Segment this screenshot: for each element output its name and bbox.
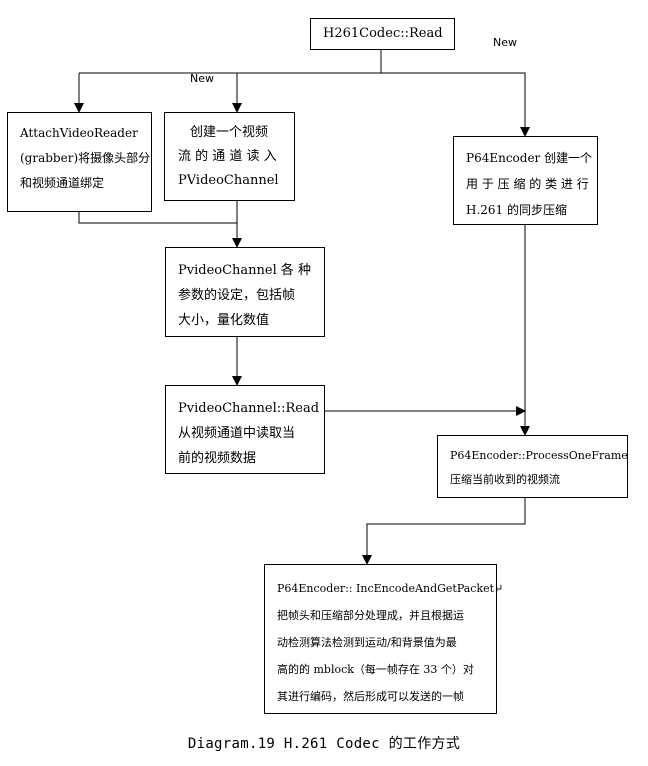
edge-label-new-right: New	[493, 36, 517, 49]
node-line: H261Codec::Read	[323, 26, 443, 41]
node-line: 高的的 mblock（每一帧存在 33 个）对	[277, 663, 474, 676]
node-line: H.261 的同步压缩	[466, 203, 567, 217]
connector-process-encode	[362, 498, 526, 565]
node-create-video-channel: 创建一个视频 流 的 通 道 读 入 PVideoChannel	[164, 112, 295, 201]
connector-to-p64	[381, 72, 530, 137]
node-line: P64Encoder 创建一个	[466, 151, 593, 165]
node-line: 参数的设定，包括帧	[178, 288, 296, 303]
node-line: 其进行编码，然后形成可以发送的一帧	[277, 690, 464, 703]
node-line: PVideoChannel	[178, 173, 279, 188]
node-channel-parameters: PvideoChannel 各 种 参数的设定，包括帧 大小，量化数值	[165, 247, 325, 337]
edge-label-new-left: New	[190, 72, 214, 85]
connector-attach-merge	[78, 212, 237, 224]
node-p64encoder-create: P64Encoder 创建一个 用 于 压 缩 的 类 进 行 H.261 的同…	[453, 136, 598, 225]
node-line: 把帧头和压缩部分处理成，并且根据运	[277, 609, 464, 622]
node-line: P64Encoder::ProcessOneFrame	[450, 449, 628, 462]
node-line: 大小，量化数值	[178, 313, 270, 328]
node-inc-encode-and-get-packet: P64Encoder:: IncEncodeAndGetPacket↵ 把帧头和…	[264, 564, 504, 714]
node-line: AttachVideoReader	[20, 126, 138, 140]
node-h261codec-read: H261Codec::Read	[310, 18, 455, 50]
node-process-one-frame: P64Encoder::ProcessOneFrame 压缩当前收到的视频流	[437, 435, 628, 498]
node-line: 和视频通道绑定	[20, 176, 105, 190]
node-line: 压缩当前收到的视频流	[450, 473, 560, 486]
node-line: 从视频通道中读取当	[178, 426, 296, 441]
figure-caption: Diagram.19 H.261 Codec 的工作方式	[187, 736, 461, 752]
node-line: 用 于 压 缩 的 类 进 行	[466, 177, 589, 191]
node-attach-video-reader: AttachVideoReader (grabber)将摄像头部分 和视频通道绑…	[7, 112, 152, 212]
node-line: 流 的 通 道 读 入	[178, 149, 277, 164]
node-line: 前的视频数据	[178, 451, 257, 466]
node-line: PvideoChannel::Read	[178, 401, 320, 416]
node-channel-read: PvideoChannel::Read 从视频通道中读取当 前的视频数据	[165, 385, 325, 474]
node-line: P64Encoder:: IncEncodeAndGetPacket↵	[277, 582, 504, 595]
node-line: 动检测算法检测到运动/和背景值为最	[277, 636, 457, 649]
node-line: 创建一个视频	[190, 125, 269, 140]
node-line: (grabber)将摄像头部分	[20, 151, 151, 165]
node-line: PvideoChannel 各 种	[178, 263, 312, 278]
